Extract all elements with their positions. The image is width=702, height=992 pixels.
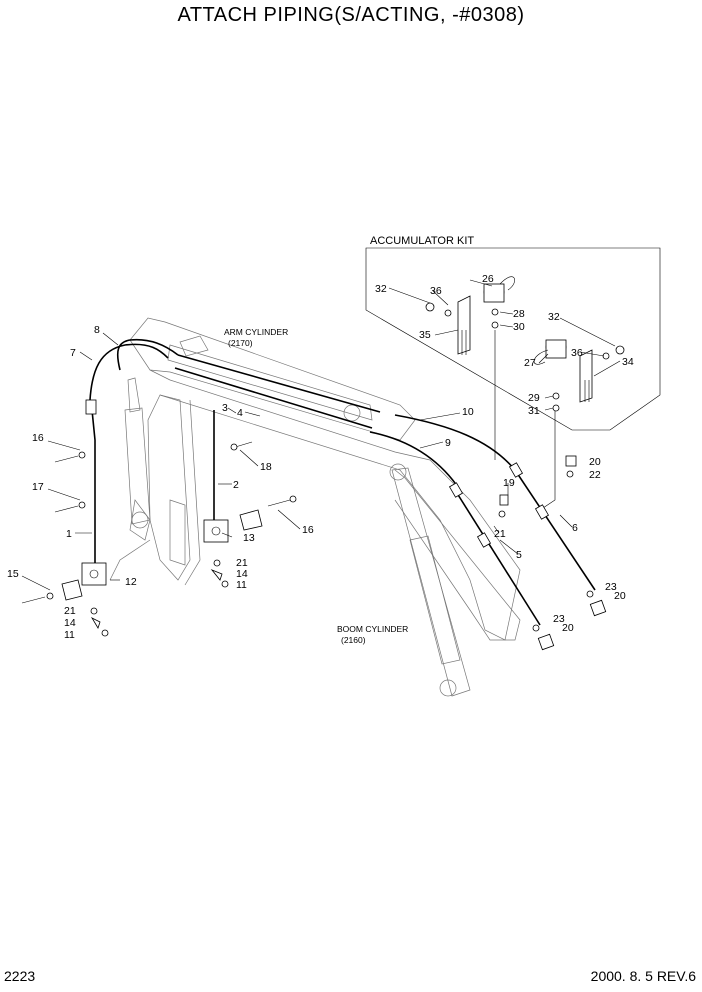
callout-labels: 8 7 3 4 10 9 16 17 18 2 1 16 13 21 14 11… bbox=[7, 235, 634, 645]
callout-22: 22 bbox=[589, 469, 601, 481]
boom-structure bbox=[109, 317, 521, 641]
callout-4: 4 bbox=[237, 407, 243, 419]
arm-cylinder-name: ARM CYLINDER bbox=[224, 327, 288, 337]
boom-cylinder-ref: (2160) bbox=[341, 635, 366, 645]
block-12 bbox=[81, 562, 107, 586]
revision-date: 2000. 8. 5 REV.6 bbox=[590, 968, 696, 984]
callout-16-lower: 17 bbox=[32, 481, 44, 493]
callout-10: 10 bbox=[462, 406, 474, 418]
callout-14-mid: 14 bbox=[236, 568, 248, 580]
callout-21-right: 21 bbox=[494, 528, 506, 540]
drawing-title: ATTACH PIPING(S/ACTING, -#0308) bbox=[177, 4, 525, 26]
fittings bbox=[21, 441, 607, 651]
callout-32-lower: 32 bbox=[548, 311, 560, 323]
callout-19: 20 bbox=[589, 456, 601, 468]
callout-26: 26 bbox=[482, 273, 494, 285]
accumulator-kit-label: ACCUMULATOR KIT bbox=[370, 235, 474, 247]
accumulator-kit bbox=[365, 247, 661, 431]
callout-3: 3 bbox=[222, 402, 228, 414]
boom-cylinder bbox=[389, 463, 471, 697]
callout-9: 9 bbox=[445, 437, 451, 449]
callout-1: 1 bbox=[66, 528, 72, 540]
callout-34: 34 bbox=[622, 356, 634, 368]
callout-23-left: 23 bbox=[553, 613, 565, 625]
callout-6: 6 bbox=[572, 522, 578, 534]
callout-36-upper: 36 bbox=[430, 285, 442, 297]
callout-27: 27 bbox=[524, 357, 536, 369]
callout-32-upper: 32 bbox=[375, 283, 387, 295]
callout-15-right: 16 bbox=[302, 524, 314, 536]
boom-cylinder-name: BOOM CYLINDER bbox=[337, 624, 408, 634]
callout-30: 30 bbox=[513, 321, 525, 333]
callout-14-left: 14 bbox=[64, 617, 76, 629]
callout-18: 19 bbox=[503, 477, 515, 489]
callout-20-left: 20 bbox=[562, 622, 574, 634]
callout-20-right: 20 bbox=[614, 590, 626, 602]
callout-11-left: 11 bbox=[64, 629, 75, 641]
callout-7: 7 bbox=[70, 347, 76, 359]
callout-23-right: 23 bbox=[605, 581, 617, 593]
page-number: 2223 bbox=[4, 968, 36, 984]
callout-13: 13 bbox=[243, 532, 255, 544]
callout-31: 31 bbox=[528, 405, 540, 417]
callout-17: 18 bbox=[260, 461, 272, 473]
callout-15-left: 15 bbox=[7, 568, 19, 580]
callout-12: 12 bbox=[125, 576, 137, 588]
callout-2: 2 bbox=[233, 479, 239, 491]
arm-cylinder-ref: (2170) bbox=[228, 338, 253, 348]
callout-21-mid: 21 bbox=[236, 557, 248, 569]
piping bbox=[85, 330, 596, 626]
bucket-cylinder bbox=[124, 377, 151, 529]
block-13 bbox=[203, 519, 229, 543]
callout-16-upper: 16 bbox=[32, 432, 44, 444]
kit-frame bbox=[365, 247, 661, 431]
callout-5: 5 bbox=[516, 549, 522, 561]
callout-36-lower: 36 bbox=[571, 347, 583, 359]
callout-8: 8 bbox=[94, 324, 100, 336]
arm-cylinder bbox=[167, 335, 373, 422]
leader-lines bbox=[21, 279, 621, 591]
callout-28: 28 bbox=[513, 308, 525, 320]
callout-11-mid: 11 bbox=[236, 579, 247, 591]
callout-29: 29 bbox=[528, 392, 540, 404]
callout-35: 35 bbox=[419, 329, 431, 341]
callout-21-left: 21 bbox=[64, 605, 76, 617]
